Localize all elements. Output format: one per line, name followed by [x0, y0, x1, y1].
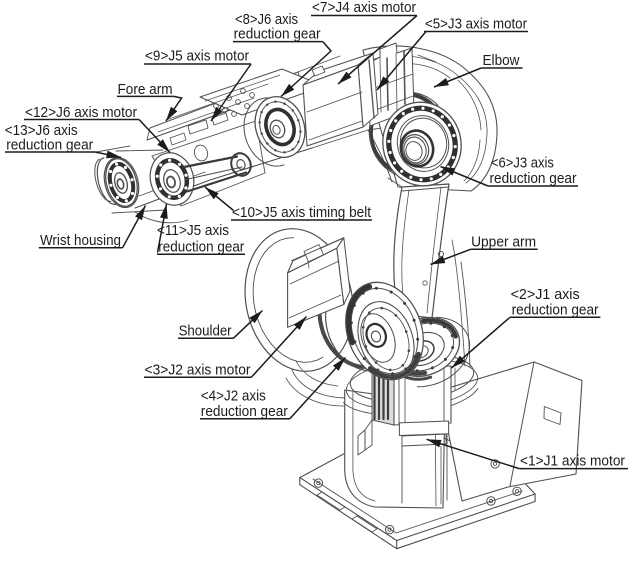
- svg-text:<11>J5 axis: <11>J5 axis: [157, 222, 229, 239]
- svg-text:<6>J3 axis: <6>J3 axis: [491, 155, 554, 172]
- svg-text:<2>J1 axis: <2>J1 axis: [511, 286, 580, 303]
- svg-text:<4>J2 axis: <4>J2 axis: [201, 388, 266, 405]
- svg-text:reduction gear: reduction gear: [490, 170, 577, 187]
- svg-text:Upper arm: Upper arm: [471, 234, 536, 251]
- svg-text:<5>J3 axis motor: <5>J3 axis motor: [425, 16, 527, 33]
- svg-text:Wrist housing: Wrist housing: [40, 232, 121, 249]
- svg-text:<3>J2 axis motor: <3>J2 axis motor: [145, 362, 251, 379]
- svg-text:<9>J5 axis motor: <9>J5 axis motor: [145, 48, 249, 65]
- svg-text:reduction gear: reduction gear: [512, 302, 599, 319]
- svg-text:reduction gear: reduction gear: [158, 239, 244, 256]
- svg-text:Elbow: Elbow: [483, 52, 520, 69]
- svg-text:<7>J4 axis motor: <7>J4 axis motor: [312, 0, 416, 16]
- svg-text:<12>J6 axis motor: <12>J6 axis motor: [25, 104, 137, 121]
- svg-text:Fore arm: Fore arm: [118, 81, 173, 98]
- svg-text:<10>J5 axis timing belt: <10>J5 axis timing belt: [232, 204, 372, 221]
- svg-text:<8>J6 axis: <8>J6 axis: [235, 11, 298, 28]
- svg-text:Shoulder: Shoulder: [179, 323, 232, 340]
- svg-text:<1>J1 axis motor: <1>J1 axis motor: [520, 453, 625, 470]
- svg-text:reduction gear: reduction gear: [201, 403, 288, 420]
- svg-text:reduction gear: reduction gear: [6, 137, 93, 154]
- svg-text:reduction gear: reduction gear: [234, 26, 321, 43]
- svg-text:<13>J6 axis: <13>J6 axis: [5, 122, 78, 139]
